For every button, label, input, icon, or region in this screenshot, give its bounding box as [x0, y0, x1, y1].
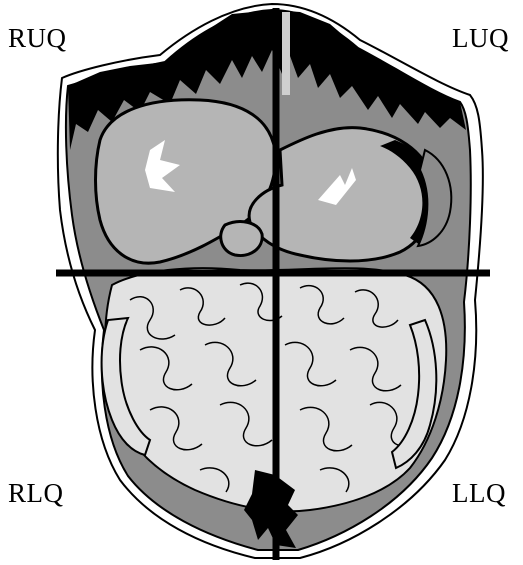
midline-strip [282, 12, 290, 95]
label-llq: LLQ [452, 480, 506, 507]
label-luq: LUQ [452, 25, 509, 52]
label-rlq: RLQ [8, 480, 64, 507]
label-ruq: RUQ [8, 25, 67, 52]
gallbladder [221, 222, 262, 256]
